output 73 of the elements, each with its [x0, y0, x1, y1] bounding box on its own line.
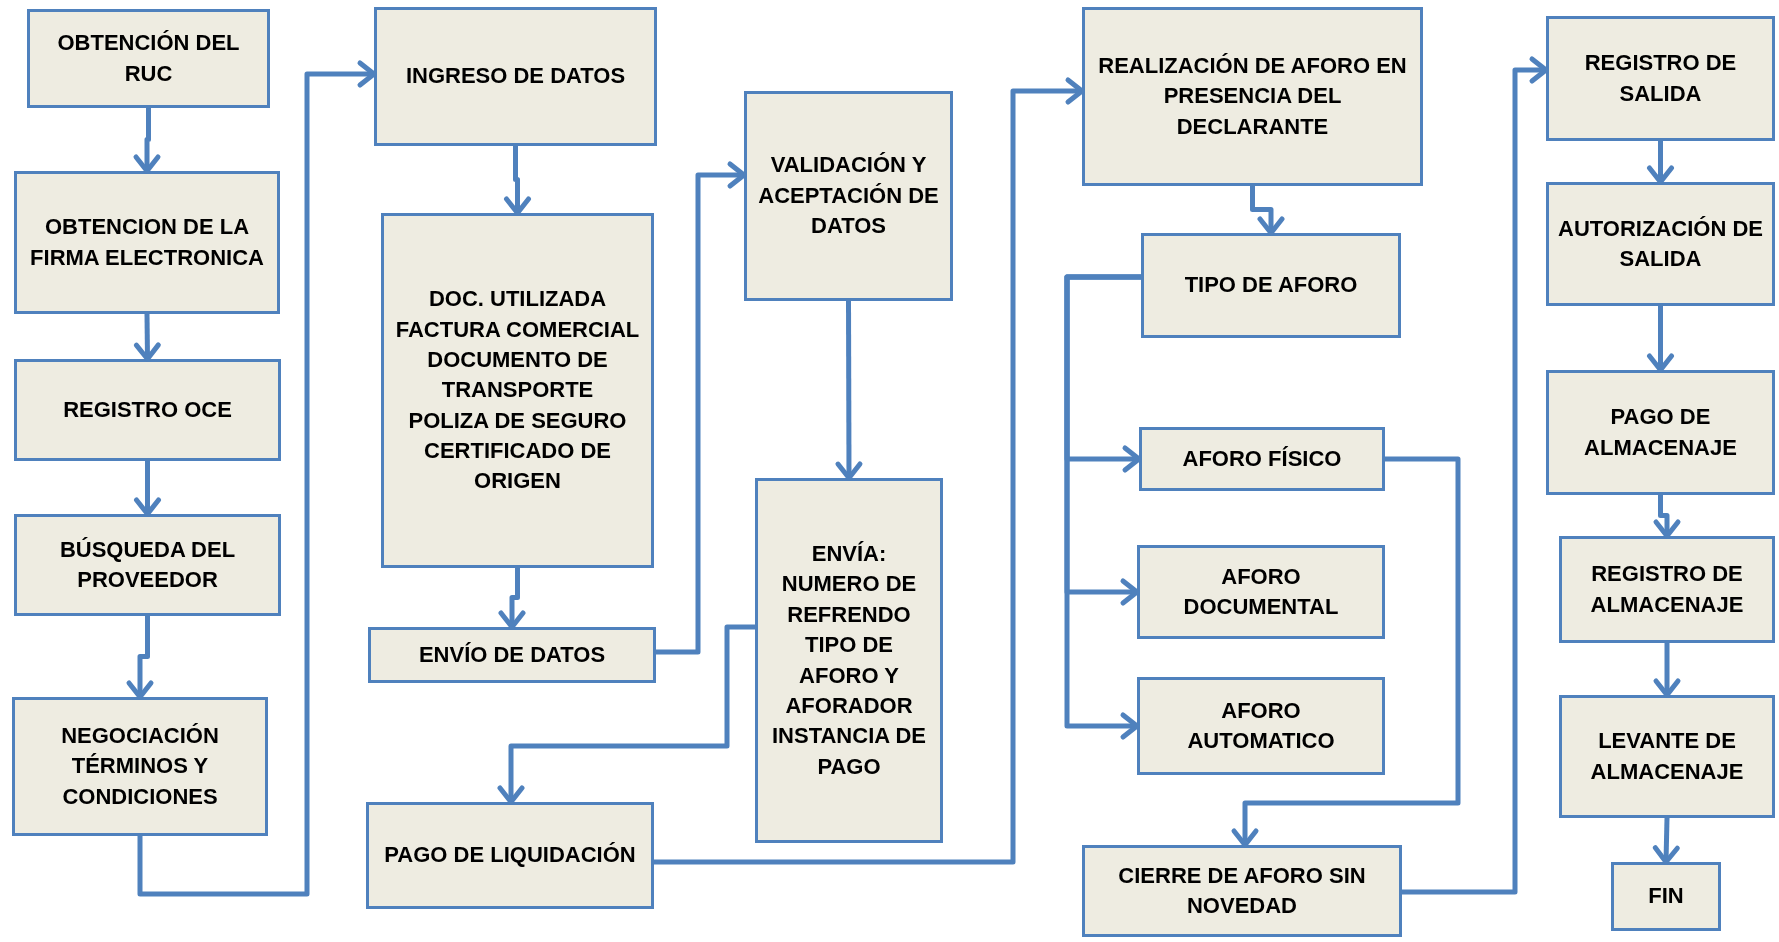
box-text: AFORO AUTOMATICO: [1186, 696, 1336, 755]
process-box: [381, 213, 654, 568]
box-text: DOCUMENTO DE TRANSPORTE: [426, 345, 609, 405]
arrow: [504, 146, 531, 216]
box-text: INSTANCIA DE PAGO: [771, 722, 927, 781]
arrow: [1402, 56, 1549, 895]
arrow: [1653, 495, 1681, 539]
arrow: [1653, 643, 1681, 698]
box-text: REGISTRO DE ALMACENAJE: [1589, 560, 1745, 619]
arrow: [1064, 274, 1141, 740]
arrow: [1250, 186, 1285, 236]
box-text: ENVÍA:: [811, 540, 887, 569]
box-text: PAGO DE ALMACENAJE: [1583, 403, 1738, 462]
arrow: [654, 77, 1085, 865]
arrow: [1647, 306, 1674, 373]
process-box: [1082, 7, 1423, 186]
box-text: REGISTRO DE SALIDA: [1583, 49, 1738, 108]
box-text: OBTENCION DE LA FIRMA ELECTRONICA: [29, 213, 265, 272]
box-text: DOC. UTILIZADA: [428, 285, 607, 314]
arrow: [126, 616, 154, 700]
box-text: FACTURA COMERCIAL: [395, 315, 640, 344]
arrow: [133, 108, 161, 174]
arrow: [1647, 141, 1674, 185]
process-box: [27, 9, 270, 108]
arrow: [656, 161, 747, 655]
process-box: [374, 7, 657, 146]
process-box: [14, 359, 281, 461]
box-text: NEGOCIACIÓN TÉRMINOS Y CONDICIONES: [60, 721, 220, 811]
box-text: FIN: [1648, 882, 1684, 911]
process-box: [1141, 233, 1401, 338]
box-text: POLIZA DE SEGURO: [408, 406, 627, 435]
arrow: [133, 313, 161, 362]
process-box: [1139, 427, 1385, 491]
arrow: [1231, 456, 1461, 848]
process-box: [368, 627, 656, 683]
box-text: LEVANTE DE ALMACENAJE: [1589, 727, 1745, 786]
box-text: CERTIFICADO DE ORIGEN: [423, 437, 612, 496]
process-box: [14, 514, 281, 616]
arrow: [134, 461, 161, 517]
process-box: [1082, 845, 1402, 937]
process-box: [366, 802, 654, 909]
box-text: OBTENCIÓN DEL RUC: [56, 29, 241, 88]
process-box: [1559, 536, 1775, 643]
process-box: [12, 697, 268, 836]
box-text: TIPO DE AFORO: [1184, 271, 1358, 300]
box-text: AFORO DOCUMENTAL: [1182, 562, 1340, 621]
box-text: AFORO FÍSICO: [1182, 444, 1342, 473]
arrow: [1652, 817, 1680, 865]
arrow: [835, 301, 863, 481]
process-box: [1546, 182, 1775, 306]
box-text: TIPO DE AFORO Y AFORADOR: [784, 631, 914, 720]
box-text: PAGO DE LIQUIDACIÓN: [384, 841, 636, 870]
arrow: [498, 568, 526, 630]
arrow: [497, 624, 755, 805]
process-box: [14, 171, 280, 314]
process-box: [1137, 677, 1385, 775]
process-box: [744, 91, 953, 301]
process-box: [1137, 545, 1385, 639]
box-text: REALIZACIÓN DE AFORO EN PRESENCIA DEL DECLARANTE: [1097, 51, 1408, 141]
process-box: [755, 478, 943, 843]
box-text: CIERRE DE AFORO SIN NOVEDAD: [1117, 861, 1367, 920]
box-text: AUTORIZACIÓN DE SALIDA: [1557, 214, 1764, 273]
box-text: ENVÍO DE DATOS: [418, 640, 606, 669]
box-text: VALIDACIÓN Y ACEPTACIÓN DE DATOS: [757, 151, 940, 241]
box-text: BÚSQUEDA DEL PROVEEDOR: [58, 535, 237, 594]
box-text: INGRESO DE DATOS: [405, 62, 626, 91]
process-box: [1559, 695, 1775, 818]
box-text: REGISTRO OCE: [63, 395, 232, 424]
process-box: [1546, 370, 1775, 495]
arrow: [137, 60, 377, 897]
process-box: [1546, 16, 1775, 141]
box-text: NUMERO DE REFRENDO: [780, 570, 918, 629]
process-box: [1611, 862, 1721, 931]
